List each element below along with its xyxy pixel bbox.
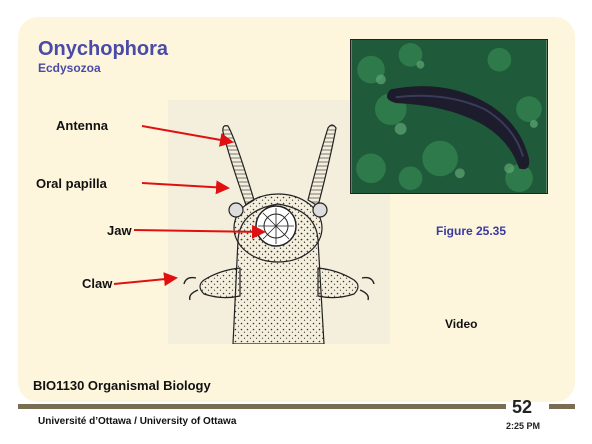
label-oral-papilla: Oral papilla xyxy=(36,176,107,191)
slide-title: Onychophora xyxy=(38,38,168,61)
label-claw: Claw xyxy=(82,276,112,291)
label-jaw: Jaw xyxy=(107,223,132,238)
label-antenna: Antenna xyxy=(56,118,108,133)
page-number: 52 xyxy=(507,397,537,418)
velvet-worm-photo xyxy=(350,39,548,194)
footer-rule-right xyxy=(549,404,575,409)
footer-rule-left xyxy=(18,404,506,409)
footer-university: Université d’Ottawa / University of Otta… xyxy=(38,416,236,427)
footer-time: 2:25 PM xyxy=(506,421,540,431)
slide-subtitle: Ecdysozoa xyxy=(38,61,101,75)
video-link[interactable]: Video xyxy=(445,317,477,331)
figure-caption: Figure 25.35 xyxy=(436,224,506,238)
course-title: BIO1130 Organismal Biology xyxy=(33,378,211,393)
